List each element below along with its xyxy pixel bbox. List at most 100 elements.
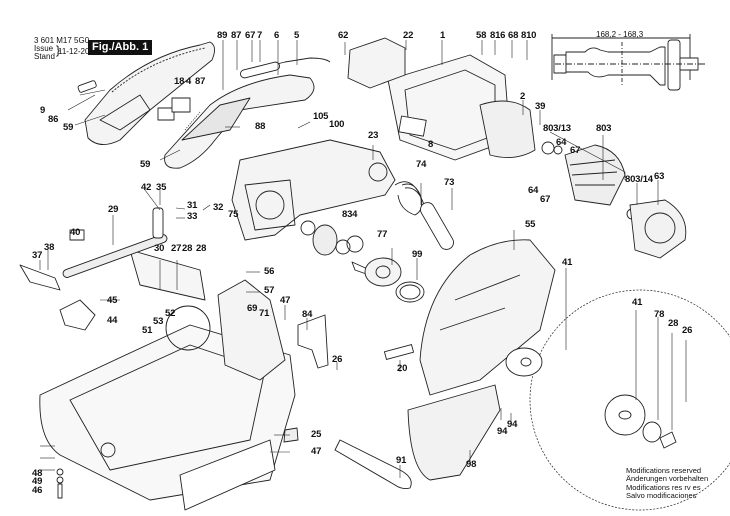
callout-41: 41 <box>562 257 573 268</box>
callout-94: 94 <box>497 426 508 437</box>
callout-45: 45 <box>107 295 118 306</box>
pin-part <box>420 202 454 250</box>
part-9-insert <box>77 80 97 93</box>
stand-label: Stand <box>34 52 55 61</box>
callout-28-b: 28 <box>196 243 207 254</box>
callout-26-b: 26 <box>682 325 693 336</box>
callout-68: 68 <box>508 30 519 41</box>
callout-28: 28 <box>182 243 193 254</box>
callout-75: 75 <box>228 209 239 220</box>
callout-64-b: 64 <box>528 185 539 196</box>
callout-91: 91 <box>396 455 407 466</box>
callout-803-14: 803/14 <box>625 174 653 185</box>
callout-67-b: 67 <box>570 145 581 156</box>
callout-105: 105 <box>313 111 329 122</box>
callout-59: 59 <box>63 122 74 133</box>
callout-27: 27 <box>171 243 182 254</box>
issue-label: Issue <box>34 44 54 53</box>
callout-63: 63 <box>654 171 665 182</box>
label-8 <box>398 115 427 137</box>
figure-label: Fig./Abb. 1 <box>88 40 153 55</box>
bottom-fasteners <box>56 468 64 499</box>
callout-40: 40 <box>70 227 81 238</box>
field-coil-part <box>479 100 536 159</box>
callout-67-c: 67 <box>540 194 551 205</box>
callout-57: 57 <box>264 285 275 296</box>
callout-5: 5 <box>294 30 300 41</box>
callout-77: 77 <box>377 229 388 240</box>
callout-98: 98 <box>466 459 477 470</box>
bracket-47-part <box>217 279 286 381</box>
outer-flange-part <box>604 394 646 436</box>
callout-803: 803 <box>596 123 612 134</box>
callout-46: 46 <box>32 485 43 496</box>
callout-834: 834 <box>342 209 358 220</box>
callout-25: 25 <box>311 429 322 440</box>
callout-38: 38 <box>44 242 55 253</box>
callout-58: 58 <box>476 30 487 41</box>
dimension-label: 168,2 - 168,3 <box>596 30 644 39</box>
fence-part <box>129 249 206 301</box>
callout-18: 18 <box>174 76 185 87</box>
side-block-part <box>179 439 276 511</box>
armature-dimension-drawing <box>551 34 705 91</box>
switch-part <box>157 97 191 121</box>
saw-blade-part <box>529 289 730 511</box>
issue-date: 11-12-20 <box>58 47 90 56</box>
note-es: Salvo modificaciones <box>626 490 697 500</box>
ring-99-part <box>395 281 425 303</box>
callout-69: 69 <box>247 303 258 314</box>
callout-33: 33 <box>187 211 198 222</box>
callout-89: 89 <box>217 30 228 41</box>
callout-67: 67 <box>245 30 256 41</box>
blade-guard-part <box>419 239 556 396</box>
callout-49: 49 <box>32 476 43 487</box>
callout-53: 53 <box>153 316 164 327</box>
callout-44: 44 <box>107 315 118 326</box>
bracket-84-part <box>297 314 329 369</box>
callout-88: 88 <box>255 121 266 132</box>
callout-8: 8 <box>428 139 434 150</box>
locking-pin-part <box>152 207 164 239</box>
callout-62: 62 <box>338 30 349 41</box>
callout-64: 64 <box>556 137 567 148</box>
callout-55: 55 <box>525 219 536 230</box>
note-fr: Modifications res rv es <box>626 482 701 492</box>
gear-housing-part <box>231 139 396 241</box>
note-en: Modifications reserved <box>626 466 702 475</box>
callout-1: 1 <box>440 30 446 41</box>
callout-39: 39 <box>535 101 546 112</box>
lower-guard-part <box>407 384 501 481</box>
part-number: 3 601 M17 5G0 <box>34 36 90 45</box>
callout-74: 74 <box>416 159 427 170</box>
fan-cover-part <box>347 37 406 89</box>
callout-48: 48 <box>32 468 43 479</box>
callout-99: 99 <box>412 249 423 260</box>
callout-4: 4 <box>186 76 192 87</box>
blade-bolt-part <box>659 431 677 449</box>
label-20 <box>383 344 415 360</box>
foot-25-part <box>283 427 299 443</box>
callout-84: 84 <box>302 309 313 320</box>
callout-23: 23 <box>368 130 379 141</box>
callout-51: 51 <box>142 325 153 336</box>
callout-56: 56 <box>264 266 275 277</box>
callout-86: 86 <box>48 114 59 125</box>
spring-part <box>394 181 425 216</box>
callout-28-c: 28 <box>668 318 679 329</box>
gear-set-part <box>300 220 373 277</box>
armature-part <box>541 141 638 220</box>
callout-29: 29 <box>108 204 119 215</box>
callout-816: 816 <box>490 30 506 41</box>
callout-73: 73 <box>444 177 455 188</box>
vise-jaw-part <box>59 299 96 331</box>
callout-6: 6 <box>274 30 280 41</box>
flange-41-part <box>505 347 543 377</box>
flange-77-part <box>364 257 402 287</box>
callout-87: 87 <box>231 30 242 41</box>
callout-803-13: 803/13 <box>543 123 571 134</box>
callout-2: 2 <box>520 91 526 102</box>
callout-9: 9 <box>40 105 46 116</box>
rear-handle-part <box>84 41 215 145</box>
